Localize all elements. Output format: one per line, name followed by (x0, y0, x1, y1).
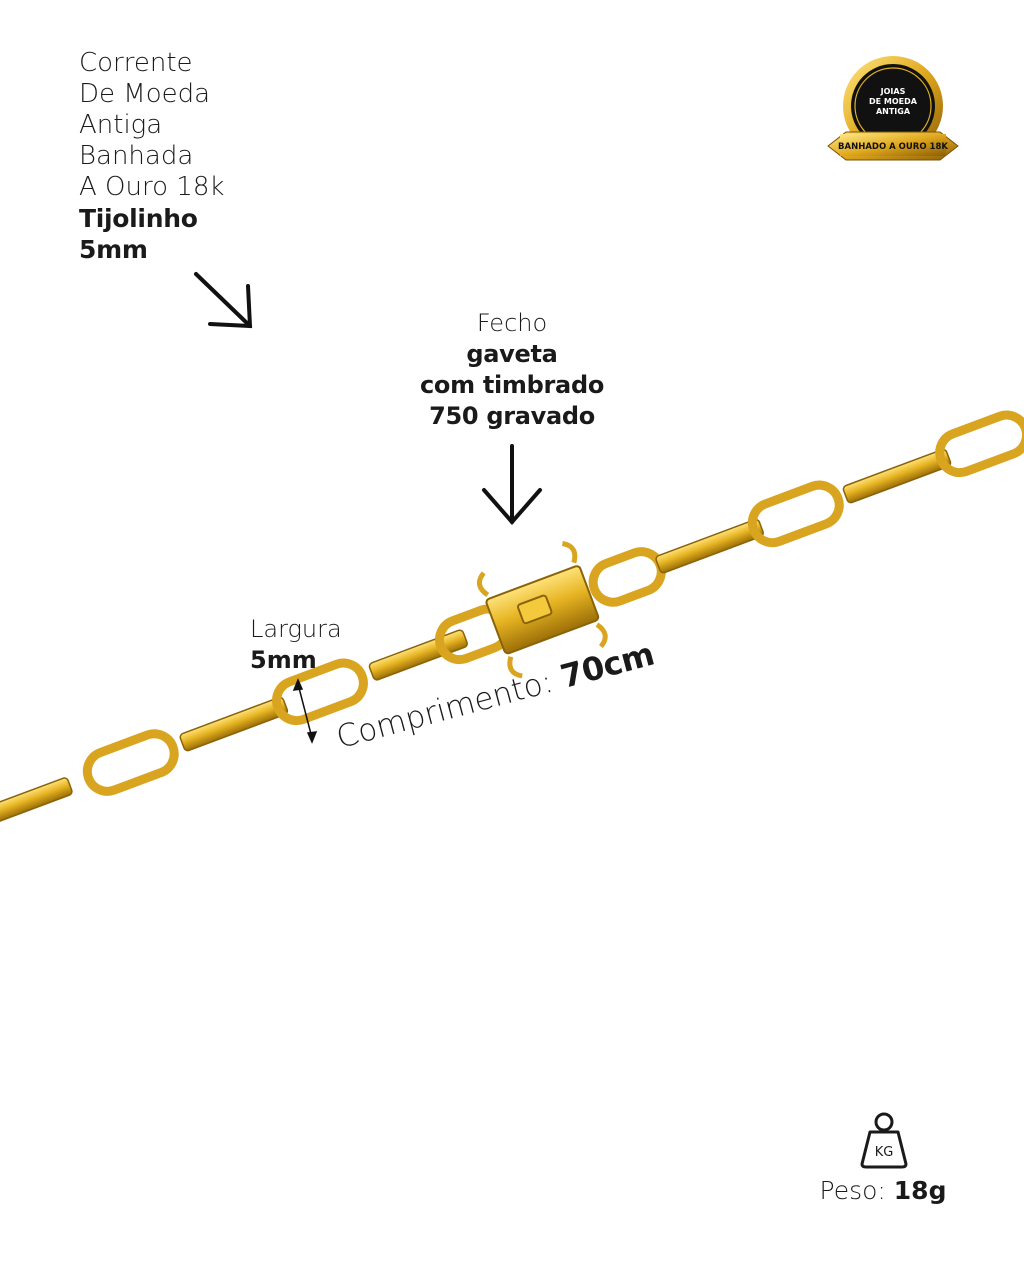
clasp-description: Fecho gaveta com timbrado 750 gravado (386, 308, 638, 432)
product-title: Corrente De Moeda Antiga Banhada A Ouro … (79, 48, 224, 265)
arrow-down-right-icon (194, 272, 253, 329)
clasp-box (476, 541, 608, 679)
title-line: Corrente (79, 48, 193, 78)
clasp-bold-line: gaveta (466, 340, 558, 368)
title-line: Antiga (79, 110, 163, 140)
width-description: Largura 5mm (250, 614, 342, 676)
title-line: A Ouro 18k (79, 172, 225, 202)
title-bold-line: 5mm (79, 235, 148, 264)
width-value: 5mm (250, 646, 317, 674)
weight-kg-icon: KG (860, 1112, 908, 1169)
chain-links (0, 410, 1024, 836)
weight-label: Peso: (819, 1176, 894, 1205)
arrow-down-icon (482, 444, 542, 526)
weight-description: Peso: 18g (808, 1176, 958, 1205)
title-line: Banhada (79, 141, 194, 171)
weight-value: 18g (893, 1176, 947, 1205)
badge-line2: DE MOEDA (869, 97, 918, 106)
width-measure-icon (292, 678, 318, 744)
badge-line3: ANTIGA (876, 107, 911, 116)
clasp-bold-line: 750 gravado (429, 402, 595, 430)
quality-seal-badge: JOIAS DE MOEDA ANTIGA BANHADO A OURO 18K (827, 56, 959, 161)
title-bold-line: Tijolinho (79, 204, 198, 233)
weight-icon-text: KG (875, 1145, 894, 1160)
title-line: De Moeda (79, 79, 211, 109)
badge-line1: JOIAS (880, 87, 906, 96)
badge-ribbon-text: BANHADO A OURO 18K (838, 142, 948, 152)
clasp-label: Fecho (476, 309, 548, 337)
width-label: Largura (250, 615, 342, 643)
clasp-bold-line: com timbrado (419, 371, 605, 399)
